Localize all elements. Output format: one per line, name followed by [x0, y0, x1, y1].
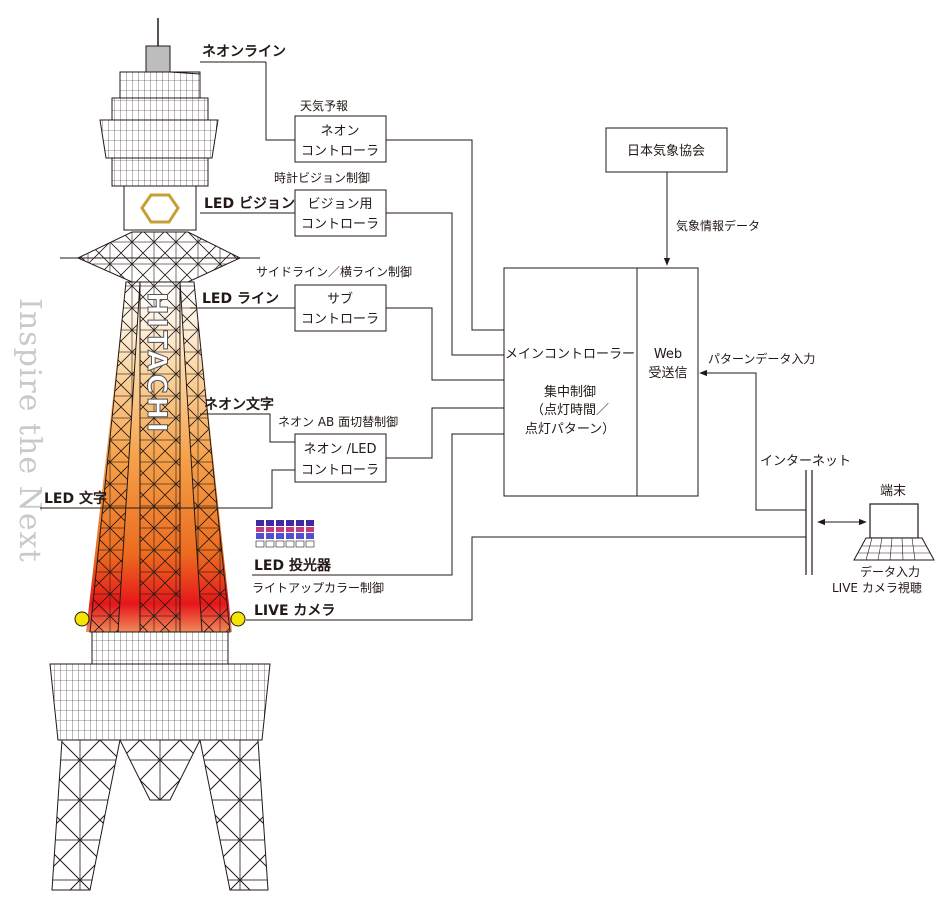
internet-label: インターネット: [760, 454, 851, 469]
neon-moji-label: ネオン文字: [204, 396, 274, 413]
sub-controller-line1: サブ: [327, 291, 353, 307]
connector-lines: [40, 61, 867, 621]
clock-vision-control-note: 時計ビジョン制御: [274, 170, 370, 185]
central-control-line2: （点灯時間／: [531, 403, 609, 418]
live-camera-right-icon: [230, 611, 246, 627]
weather-association-box: 日本気象協会: [605, 127, 728, 173]
neon-controller-line1: ネオン: [320, 124, 359, 139]
sub-controller-line2: コントローラ: [301, 312, 379, 327]
tower-illustration: HITACHI Inspire the Next: [12, 18, 271, 891]
led-vision-screen: [140, 193, 180, 224]
led-line-label: LED ライン: [202, 291, 279, 307]
main-controller-box: メインコントローラー 集中制御 （点灯時間／ 点灯パターン） Web 受送信: [503, 267, 699, 497]
led-projector-icon: [255, 520, 315, 548]
vision-controller-line1: ビジョン用: [307, 197, 372, 212]
weather-data-note: 気象情報データ: [676, 218, 760, 233]
web-line1: Web: [654, 347, 682, 362]
live-camera-label: LIVE カメラ: [254, 603, 335, 619]
led-moji-label: LED 文字: [44, 490, 107, 507]
neon-ab-control-note: ネオン AB 面切替制御: [278, 414, 398, 429]
pattern-data-input-note: パターンデータ入力: [708, 351, 815, 366]
neon-led-controller-box: ネオン /LED コントローラ: [294, 433, 387, 483]
neon-led-controller-line2: コントローラ: [301, 463, 379, 478]
neon-controller-box: ネオン コントローラ: [294, 115, 387, 163]
slogan-text: Inspire the Next: [12, 298, 47, 563]
led-projector-label: LED 投光器: [254, 557, 332, 574]
live-camera-left-icon: [74, 611, 90, 627]
weather-forecast-note: 天気予報: [300, 98, 348, 113]
tower-brand-text: HITACHI: [141, 292, 172, 435]
neon-line-label: ネオンライン: [202, 44, 286, 60]
terminal-label: 端末: [880, 484, 906, 499]
main-controller-label: メインコントローラー: [505, 347, 635, 362]
led-vision-label: LED ビジョン: [204, 196, 295, 212]
terminal-laptop-icon: [853, 503, 935, 561]
vision-controller-line2: コントローラ: [301, 217, 379, 232]
central-control-line3: 点灯パターン）: [525, 422, 615, 437]
web-line2: 受送信: [648, 366, 687, 381]
sub-controller-box: サブ コントローラ: [294, 284, 387, 332]
lightup-color-control-note: ライトアップカラー制御: [252, 580, 384, 595]
weather-association-label: 日本気象協会: [627, 143, 705, 159]
neon-controller-line2: コントローラ: [301, 144, 379, 159]
vision-controller-box: ビジョン用 コントローラ: [294, 189, 387, 237]
neon-led-controller-line1: ネオン /LED: [304, 442, 377, 457]
live-camera-view-note: LIVE カメラ視聴: [832, 580, 922, 595]
side-line-control-note: サイドライン／横ライン制御: [256, 264, 412, 279]
data-input-note: データ入力: [860, 564, 920, 579]
central-control-line1: 集中制御: [544, 384, 596, 400]
